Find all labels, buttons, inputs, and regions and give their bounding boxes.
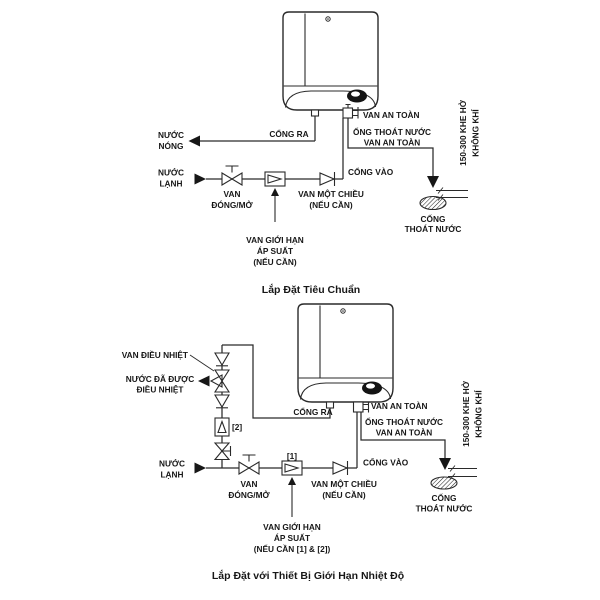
outlet-port-label: CỔNG RA bbox=[293, 406, 332, 417]
check-valve-icon bbox=[319, 172, 336, 186]
outlet-port-label: CỔNG RA bbox=[269, 128, 308, 139]
drain-arrow bbox=[439, 458, 451, 470]
check-valve-label: VAN MỘT CHIỀU bbox=[298, 188, 364, 199]
cold-water-label: NƯỚC bbox=[158, 167, 184, 178]
pressure-valve-label: VAN GIỚI HẠN bbox=[246, 234, 304, 245]
air-gap-label: KHÔNG KHÍ bbox=[470, 109, 481, 157]
safety-valve-icon bbox=[342, 103, 359, 119]
standard-title: Lắp Đặt Tiêu Chuẩn bbox=[262, 283, 360, 296]
cold-water-pipe bbox=[206, 118, 344, 180]
pressure-limiting-valve-icon bbox=[264, 171, 286, 222]
drain-arrow bbox=[427, 176, 439, 188]
floor-drain-label: CỐNG bbox=[421, 213, 446, 224]
pressure-valve-label: ÁP SUẤT bbox=[274, 533, 310, 543]
pressure-limiting-valve-2-icon bbox=[214, 417, 230, 437]
air-gap-label: 150-300 KHE HỞ bbox=[457, 99, 468, 166]
temperature-limiter-installation-diagram: VAN ĐIỀU NHIỆT NƯỚC ĐÃ ĐƯỢC ĐIỀU NHIỆT C… bbox=[122, 303, 484, 582]
hot-water-label: NÓNG bbox=[159, 140, 184, 151]
water-heater bbox=[297, 303, 394, 403]
safety-drain-pipe bbox=[360, 412, 446, 458]
outlet-return-pipe bbox=[222, 344, 331, 419]
shutoff-valve-icon bbox=[221, 165, 243, 186]
check-valve-label: (NẾU CẦN) bbox=[322, 490, 366, 500]
pressure-valve-label: VAN GIỚI HẠN bbox=[263, 521, 321, 532]
check-valve-icon bbox=[332, 461, 349, 475]
check-valve-icon bbox=[214, 352, 230, 367]
safety-valve-label: VAN AN TOÀN bbox=[371, 401, 428, 411]
hot-water-label: NƯỚC bbox=[158, 129, 184, 140]
floor-drain-ellipse bbox=[419, 195, 447, 211]
floor-drain-label: THOÁT NƯỚC bbox=[416, 503, 473, 514]
shutoff-valve-icon bbox=[238, 454, 260, 475]
floor-drain-label: CỐNG bbox=[432, 492, 457, 503]
pressure-valve-label: ÁP SUẤT bbox=[257, 246, 293, 256]
pressure-valve-label: (NẾU CẦN [1] & [2]) bbox=[254, 544, 331, 554]
safety-valve-label: VAN AN TOÀN bbox=[363, 110, 420, 120]
thermo-valve-leader bbox=[189, 354, 215, 372]
water-heater bbox=[282, 11, 379, 111]
air-gap-dimension bbox=[436, 187, 468, 201]
hot-water-arrow bbox=[188, 135, 200, 147]
tempered-water-label: NƯỚC ĐÃ ĐƯỢC bbox=[126, 373, 194, 384]
tempered-water-arrow bbox=[198, 375, 210, 387]
shutoff-valve-icon bbox=[213, 442, 232, 461]
air-gap-dimension bbox=[448, 465, 477, 480]
check-valve-label: (NẾU CẦN) bbox=[309, 200, 353, 210]
inlet-port-label: CỔNG VÀO bbox=[348, 166, 394, 177]
tempered-water-label: ĐIỀU NHIỆT bbox=[136, 384, 183, 395]
safety-drain-label: VAN AN TOÀN bbox=[364, 138, 421, 148]
shutoff-valve-label: ĐÓNG/MỞ bbox=[211, 199, 253, 210]
tag2-label: [2] bbox=[232, 422, 242, 432]
cold-water-label: NƯỚC bbox=[159, 458, 185, 469]
standard-installation-diagram: NƯỚC NÓNG NƯỚC LẠNH CỔNG RA VAN AN TOÀN … bbox=[158, 11, 481, 296]
outlet-fitting bbox=[325, 401, 335, 409]
inlet-port-label: CỔNG VÀO bbox=[363, 457, 409, 468]
shutoff-valve-label: VAN bbox=[224, 189, 241, 199]
check-valve-icon bbox=[214, 394, 230, 409]
check-valve-label: VAN MỘT CHIỀU bbox=[311, 478, 377, 489]
safety-valve-icon bbox=[352, 401, 370, 413]
outlet-fitting bbox=[310, 109, 320, 117]
cold-water-arrow bbox=[194, 173, 206, 185]
pressure-limiting-valve-1-icon bbox=[281, 460, 303, 517]
cold-water-arrow bbox=[194, 462, 206, 474]
cold-water-label: LẠNH bbox=[159, 179, 182, 189]
cold-water-label: LẠNH bbox=[160, 470, 183, 480]
floor-drain-ellipse bbox=[430, 476, 458, 490]
safety-drain-label: ỐNG THOÁT NƯỚC bbox=[353, 126, 431, 137]
air-gap-label: KHÔNG KHÍ bbox=[473, 390, 484, 438]
floor-drain-label: THOÁT NƯỚC bbox=[405, 223, 462, 234]
shutoff-valve-label: ĐÓNG/MỞ bbox=[228, 489, 270, 500]
tag1-label: [1] bbox=[287, 451, 297, 461]
air-gap-label: 150-300 KHE HỞ bbox=[460, 380, 471, 447]
safety-drain-label: VAN AN TOÀN bbox=[376, 428, 433, 438]
thermo-valve-label: VAN ĐIỀU NHIỆT bbox=[122, 349, 188, 360]
pressure-valve-label: (NẾU CẦN) bbox=[253, 257, 297, 267]
safety-drain-pipe bbox=[347, 118, 434, 176]
hot-water-pipe bbox=[200, 116, 316, 142]
thermostatic-valve-icon bbox=[209, 369, 231, 393]
tempering-title: Lắp Đặt với Thiết Bị Giới Hạn Nhiệt Độ bbox=[212, 569, 404, 582]
safety-drain-label: ỐNG THOÁT NƯỚC bbox=[365, 416, 443, 427]
shutoff-valve-label: VAN bbox=[241, 479, 258, 489]
